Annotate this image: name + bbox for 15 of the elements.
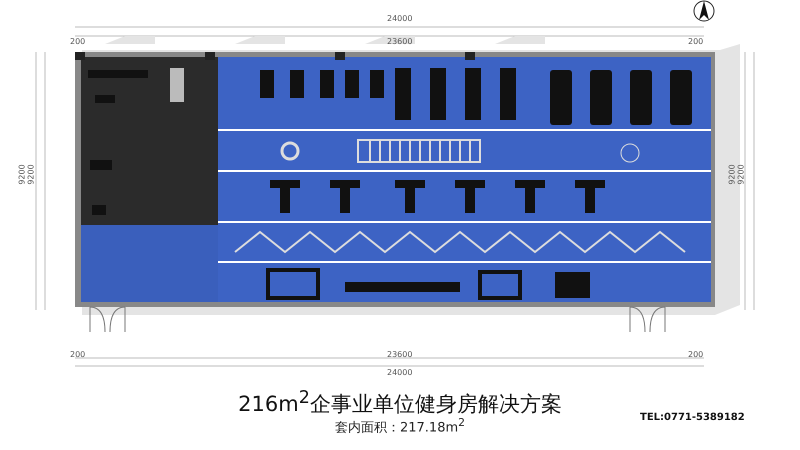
dimension-label: 23600 bbox=[387, 37, 412, 46]
dimension-label: 200 bbox=[70, 350, 86, 359]
dimension-label: 24000 bbox=[387, 14, 412, 23]
dimension-label: 9200 bbox=[18, 164, 27, 185]
phone-number: TEL:0771-5389182 bbox=[640, 412, 745, 424]
dimension-label: 200 bbox=[70, 37, 86, 46]
dimension-label: 9200 bbox=[736, 164, 746, 185]
diagram-title: 216m$^{2}$企事业单位健身房解决方案 bbox=[238, 387, 562, 417]
dimension-label: 24000 bbox=[387, 368, 412, 377]
dimension-label: 200 bbox=[688, 350, 704, 359]
dimension-label: 200 bbox=[688, 37, 704, 46]
dimension-label: 23600 bbox=[387, 350, 412, 359]
dimension-label: 9200 bbox=[26, 164, 36, 185]
area-note: 套内面积：217.18m$^{2}$ bbox=[334, 415, 466, 436]
dimension-label: 9200 bbox=[728, 164, 737, 185]
